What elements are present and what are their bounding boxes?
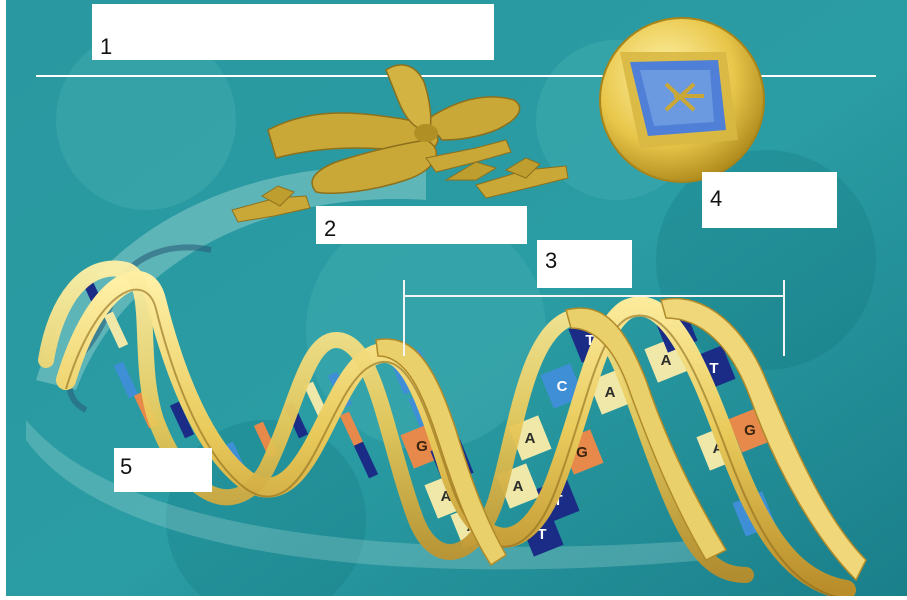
cell-nucleus [600, 18, 764, 182]
base-letter: G [416, 438, 428, 455]
base-letter: C [557, 378, 568, 395]
label-number-1: 1 [100, 36, 112, 58]
label-box-1[interactable] [92, 4, 494, 60]
label-number-3: 3 [545, 250, 557, 272]
label-number-5: 5 [120, 456, 132, 478]
label-box-2[interactable] [316, 206, 527, 244]
label-box-4[interactable] [702, 172, 837, 228]
dna-illustration: CCGTAAAATTCGTAATTAGC 1 2 3 [6, 0, 907, 596]
base-letter: A [513, 478, 524, 495]
base-letter: A [525, 430, 536, 447]
base-letter: T [709, 360, 718, 377]
base-letter: A [661, 352, 672, 369]
label-number-2: 2 [324, 218, 336, 240]
base-letter: A [605, 384, 616, 401]
dna-artwork: CCGTAAAATTCGTAATTAGC [6, 0, 907, 596]
label-number-4: 4 [710, 188, 722, 210]
base-letter: G [744, 422, 756, 439]
